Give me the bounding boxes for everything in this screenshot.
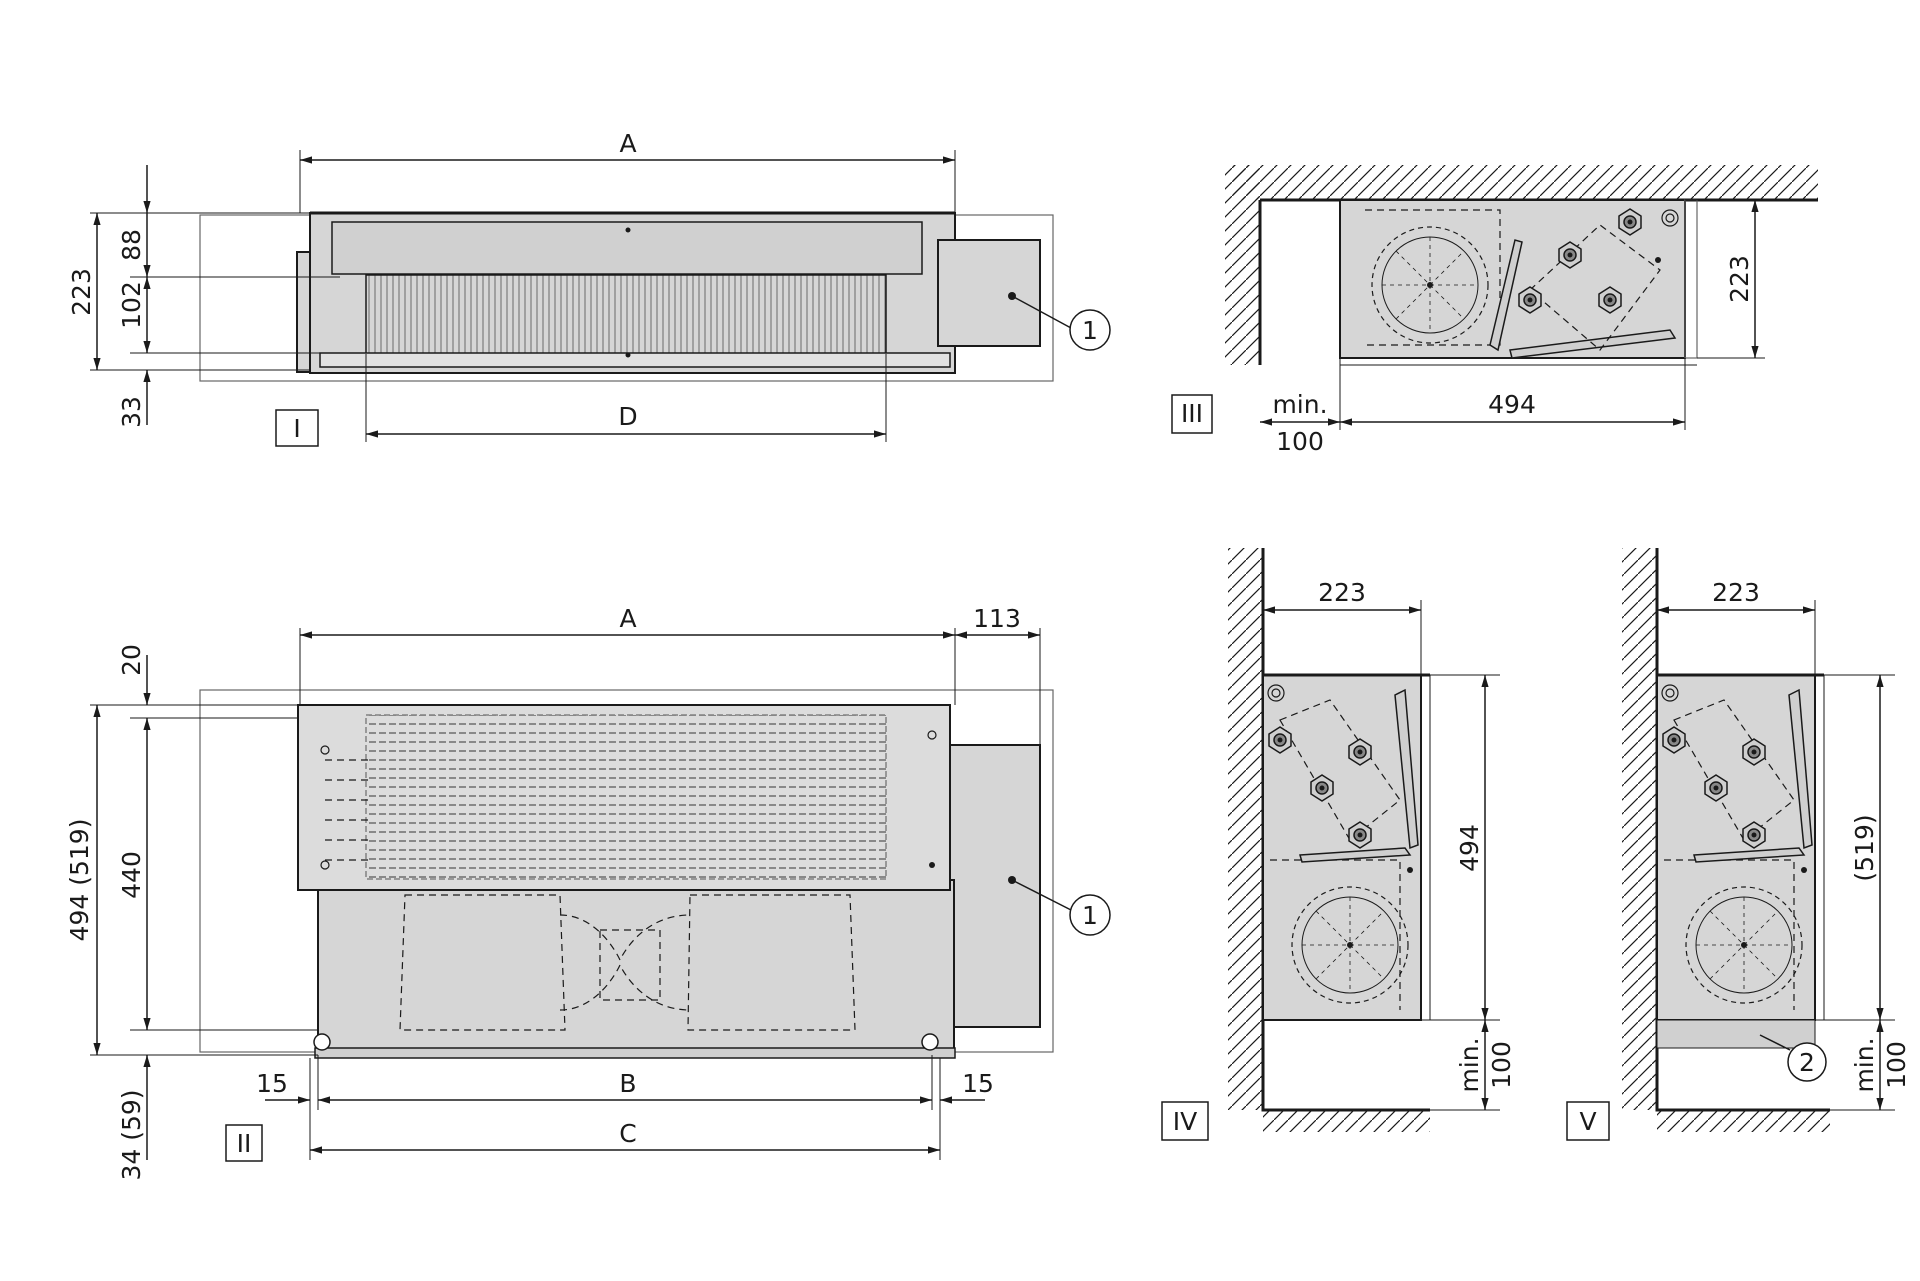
view-I-control-box xyxy=(937,239,1041,347)
view-I-label: I xyxy=(293,414,300,443)
view-II-dim-20: 20 xyxy=(117,644,146,676)
view-II-dim-15-right: 15 xyxy=(962,1069,994,1098)
view-V-dim-100: 100 xyxy=(1882,1041,1911,1089)
view-I-bottom-rail xyxy=(319,352,951,368)
view-V-dim-223: 223 xyxy=(1712,578,1760,607)
view-V-callout-2: 2 xyxy=(1799,1048,1815,1077)
view-II-callout-circle xyxy=(1069,894,1111,936)
view-I-dim-33: 33 xyxy=(117,396,146,428)
view-II-dim-494-519: 494 (519) xyxy=(65,819,94,942)
view-II-dim-113: 113 xyxy=(973,604,1021,633)
view-IV-wall-hatch xyxy=(1228,548,1263,1110)
view-I-callout-circle xyxy=(1069,309,1111,351)
view-V-label: V xyxy=(1579,1107,1596,1136)
view-V-pedestal xyxy=(1656,1019,1816,1049)
view-I-coil-fins xyxy=(365,274,887,355)
view-V-label-box xyxy=(1566,1101,1610,1141)
view-III: 223 494 min. 100 III xyxy=(1171,165,1818,456)
view-II: A 113 494 (519) 20 440 34 (59) B 15 15 C… xyxy=(65,604,1111,1181)
view-III-label: III xyxy=(1181,399,1203,428)
view-IV-dim-min: min. xyxy=(1455,1037,1484,1092)
view-II-dim-A: A xyxy=(619,604,636,633)
view-IV-label-box xyxy=(1161,1101,1209,1141)
view-III-dim-min: min. xyxy=(1272,390,1327,419)
view-IV: 223 494 min. 100 IV xyxy=(1161,548,1516,1141)
view-I-dim-102: 102 xyxy=(117,281,146,329)
view-I-callout-1: 1 xyxy=(1082,316,1098,345)
view-II-dim-15-left: 15 xyxy=(256,1069,288,1098)
view-IV-label: IV xyxy=(1173,1107,1197,1136)
view-II-dim-34-59: 34 (59) xyxy=(117,1089,146,1180)
view-V-floor-hatch xyxy=(1657,1110,1830,1132)
view-III-wall-hatch xyxy=(1225,165,1260,365)
view-V-callout-circle xyxy=(1787,1042,1827,1082)
view-I-dim-A: A xyxy=(619,129,636,158)
view-III-ceiling-hatch xyxy=(1233,165,1818,200)
view-II-label-box xyxy=(225,1124,263,1162)
view-V-dim-min: min. xyxy=(1850,1037,1879,1092)
view-IV-housing xyxy=(1262,674,1422,1021)
view-III-dim-494: 494 xyxy=(1488,390,1536,419)
view-I-label-box xyxy=(275,409,319,447)
view-II-dim-C: C xyxy=(619,1119,636,1148)
view-IV-dim-223: 223 xyxy=(1318,578,1366,607)
view-V-dim-519: (519) xyxy=(1850,814,1879,881)
view-II-coil-fins xyxy=(365,714,887,880)
view-II-lower-housing xyxy=(317,879,955,1056)
view-IV-dim-494: 494 xyxy=(1455,824,1484,872)
view-I-dim-D: D xyxy=(618,402,637,431)
view-I-dim-223: 223 xyxy=(67,268,96,316)
view-III-dim-100: 100 xyxy=(1276,427,1324,456)
view-II-label: II xyxy=(237,1129,252,1158)
view-V-wall-hatch xyxy=(1622,548,1657,1110)
view-III-label-box xyxy=(1171,394,1213,434)
view-III-dim-223: 223 xyxy=(1725,255,1754,303)
view-II-dim-B: B xyxy=(619,1069,636,1098)
view-IV-dim-100: 100 xyxy=(1487,1041,1516,1089)
view-IV-floor-hatch xyxy=(1263,1110,1430,1132)
view-II-control-box xyxy=(949,744,1041,1028)
view-I-dim-88: 88 xyxy=(117,229,146,261)
view-II-callout-1: 1 xyxy=(1082,901,1098,930)
view-I: A D 223 88 102 33 1 I xyxy=(67,129,1111,447)
view-II-dim-440: 440 xyxy=(117,851,146,899)
view-V: 223 (519) min. 100 2 V xyxy=(1566,548,1911,1141)
view-V-housing xyxy=(1656,674,1816,1021)
